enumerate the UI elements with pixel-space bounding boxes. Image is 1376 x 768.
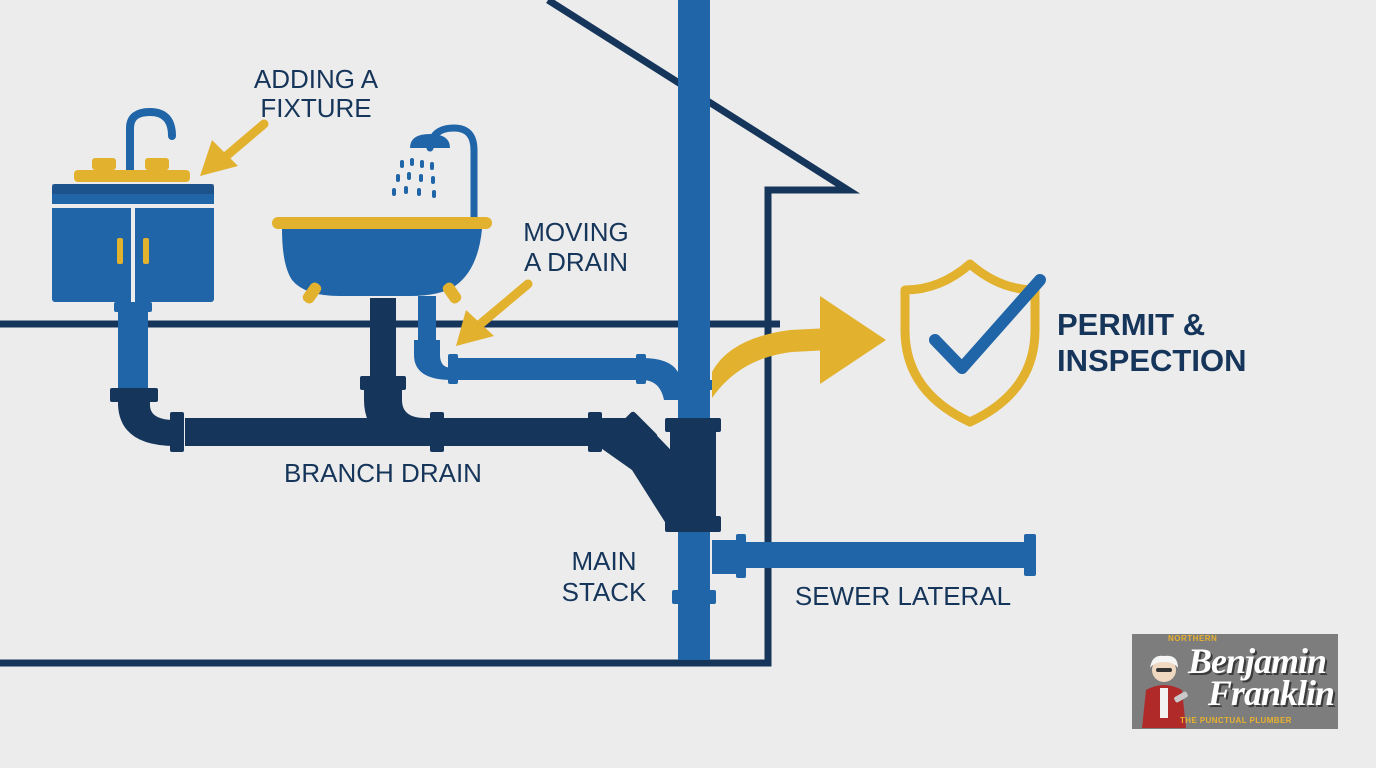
sewer-lateral-label: SEWER LATERAL: [795, 581, 1011, 611]
bathtub-fixture: [272, 124, 492, 304]
main-stack-label-line2: STACK: [562, 577, 647, 607]
logo-name-line2: Franklin: [1207, 673, 1335, 713]
moved-drain-pipe: [414, 296, 678, 400]
moving-drain-label-line2: A DRAIN: [524, 247, 628, 277]
mascot-icon: [1142, 655, 1188, 728]
sink-drain-pipe: [114, 302, 152, 388]
adding-fixture-label-line2: FIXTURE: [260, 93, 371, 123]
main-stack-pipe: [665, 0, 721, 660]
permit-label-line1: PERMIT &: [1057, 307, 1205, 342]
benjamin-franklin-logo: NORTHERN Benjamin Franklin THE PUNCTUAL …: [1132, 634, 1338, 729]
logo-name-line1: Benjamin: [1187, 641, 1327, 681]
shower-drops: [392, 158, 436, 198]
branch-drain-label: BRANCH DRAIN: [284, 458, 482, 488]
shield-check-icon: [900, 259, 1046, 427]
logo-top-text: NORTHERN: [1168, 634, 1218, 643]
sink-fixture: [52, 107, 214, 302]
permit-label-line2: INSPECTION: [1057, 343, 1246, 378]
moving-drain-arrow: [456, 279, 533, 346]
branch-drain-pipe: [110, 298, 690, 530]
logo-tagline: THE PUNCTUAL PLUMBER: [1180, 716, 1292, 725]
sewer-lateral-pipe: [712, 534, 1036, 578]
adding-fixture-arrow: [200, 119, 269, 176]
main-stack-label-line1: MAIN: [572, 546, 637, 576]
adding-fixture-label-line1: ADDING A: [254, 64, 379, 94]
permit-arrow: [712, 296, 886, 398]
moving-drain-label-line1: MOVING: [523, 217, 628, 247]
